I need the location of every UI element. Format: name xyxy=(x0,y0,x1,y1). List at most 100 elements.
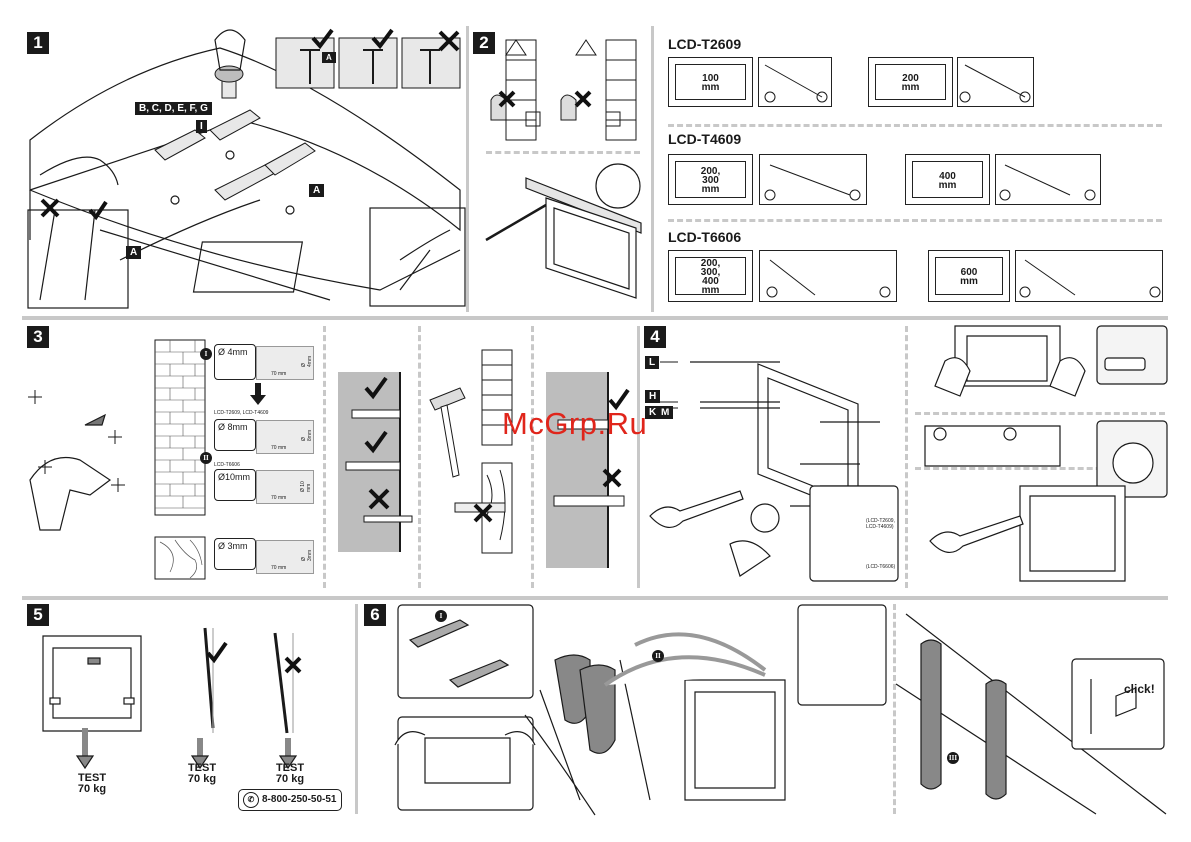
step3-note-1: LCD-T2609, LCD-T4609 xyxy=(214,410,269,416)
step5-test-2-label: TEST xyxy=(187,762,217,774)
row-separator-1 xyxy=(22,316,1168,320)
step3-roman-1: I xyxy=(200,348,212,360)
step3-drill-4mm-label: Ø 4mm xyxy=(218,347,248,357)
step3-drill-4mm: Ø 4mm xyxy=(214,344,256,380)
model-1-name: LCD-T2609 xyxy=(668,36,742,52)
step1-tag-a3: A xyxy=(126,246,142,259)
step3-depth-box-1: 70 mm Ø 4mm xyxy=(256,346,314,380)
model-3-vesa-large-value: 600 xyxy=(960,267,978,278)
step1-parts-tag: B, C, D, E, F, G xyxy=(135,102,212,115)
model-2-vesa-large-value: 400 xyxy=(939,171,956,182)
step3-anchor-panel xyxy=(338,372,413,552)
step5-phone[interactable]: ✆8-800-250-50-51 xyxy=(238,789,342,811)
model-2-vesa-small-value-1: 200, xyxy=(700,166,721,177)
model-3-vesa-large: 600 mm xyxy=(928,250,1010,302)
step1-tv-back-illustration xyxy=(27,28,466,309)
model-1-vesa-large: 200 mm xyxy=(868,57,953,107)
model-1-vesa-small-value: 100 xyxy=(702,73,719,84)
step4-tag-h: H xyxy=(645,390,661,403)
col-separator-3-4 xyxy=(637,326,640,588)
col-separator-5-6 xyxy=(355,604,358,814)
model-1-vesa-large-value: 200 xyxy=(902,73,919,84)
model-1-vesa-large-unit: mm xyxy=(901,82,920,93)
step6-right-illustration xyxy=(895,613,1167,815)
step-4-number: 4 xyxy=(644,326,666,348)
step4-bracket-illustration xyxy=(649,361,899,582)
step3-rot-3: Ø 10 mm xyxy=(300,481,312,492)
step-6-number: 6 xyxy=(364,604,386,626)
model-3-tv-diagram-large xyxy=(1015,250,1163,302)
step3-depth-4: 70 mm xyxy=(271,565,287,571)
step3-dowel-panel xyxy=(546,372,630,568)
watermark: McGrp.Ru xyxy=(502,406,648,441)
step3-dash-3 xyxy=(531,326,534,588)
step3-depth-box-4: 70 mm Ø 3mm xyxy=(256,540,314,574)
step2-dash-left xyxy=(486,151,640,154)
model-1-vesa-small: 100 mm xyxy=(668,57,753,107)
step3-drill-8mm: Ø 8mm xyxy=(214,419,256,451)
step3-note-2: LCD-T6606 xyxy=(214,462,240,468)
step6-roman-1: I xyxy=(435,610,447,622)
step3-depth-1: 70 mm xyxy=(271,371,287,377)
step6-dash xyxy=(893,604,896,814)
step4-tag-l: L xyxy=(645,356,660,369)
step3-drill-10mm: Ø10mm xyxy=(214,469,256,501)
model-3-vesa-small-unit: mm xyxy=(701,285,720,296)
step4-note-wrench: (LCD-T6606) xyxy=(866,564,896,570)
step3-depth-2: 70 mm xyxy=(271,445,287,451)
step3-roman-2: II xyxy=(200,452,212,464)
models-dash-1 xyxy=(668,124,1162,127)
step4-right-illustrations xyxy=(924,325,1168,582)
models-tv-diagram-details xyxy=(764,64,1161,298)
col-separator-2-models xyxy=(651,26,654,312)
step5-test-3: TEST 70 kg xyxy=(270,763,310,785)
step3-drill-illustration xyxy=(28,390,125,531)
step5-test-2: TEST 70 kg xyxy=(182,763,222,785)
model-3-vesa-small-value-3: 400 xyxy=(702,276,719,287)
step3-rot-2: Ø 8mm xyxy=(301,429,313,441)
model-3-vesa-small-value-2: 300, xyxy=(700,267,721,278)
step3-depth-box-3: 70 mm Ø 10 mm xyxy=(256,470,314,504)
step6-roman-2: II xyxy=(652,650,664,662)
step6-roman-3: III xyxy=(947,752,959,764)
step3-wood-block xyxy=(154,536,206,580)
step4-tag-m: M xyxy=(657,406,674,419)
step5-test-3-label: TEST xyxy=(275,762,305,774)
step4-dash-h1 xyxy=(915,412,1165,415)
model-3-vesa-small: 200, 300, 400 mm xyxy=(668,250,753,302)
model-1-vesa-small-unit: mm xyxy=(701,82,720,93)
phone-icon: ✆ xyxy=(243,792,259,808)
step3-down-arrow xyxy=(250,383,266,405)
step-2-number: 2 xyxy=(473,32,495,54)
step3-dash-2 xyxy=(418,326,421,588)
step5-test-1-label: TEST xyxy=(77,772,107,784)
model-2-name: LCD-T4609 xyxy=(668,131,742,147)
model-2-tv-diagram-large xyxy=(995,154,1101,205)
step4-tag-k: K xyxy=(645,406,661,419)
step6-click-label: click! xyxy=(1124,682,1155,696)
step1-tag-a2: A xyxy=(309,184,325,197)
step5-bracket-test xyxy=(42,627,302,770)
step1-tag-i: I xyxy=(196,120,207,133)
model-3-vesa-large-unit: mm xyxy=(960,276,978,287)
model-2-vesa-small-unit: mm xyxy=(701,184,720,195)
step5-test-3-weight: 70 kg xyxy=(275,773,305,785)
model-2-vesa-small-value-2: 300 xyxy=(702,175,719,186)
step3-depth-box-2: 70 mm Ø 8mm xyxy=(256,420,314,454)
step2-wall-illustration xyxy=(485,39,642,299)
step3-drill-8mm-label: Ø 8mm xyxy=(218,422,248,432)
model-3-vesa-small-value-1: 200, xyxy=(700,258,721,269)
step4-dash-h2 xyxy=(915,467,1165,470)
col-separator-1-2 xyxy=(466,26,469,312)
step3-dash-1 xyxy=(323,326,326,588)
model-2-vesa-large: 400 mm xyxy=(905,154,990,205)
step5-test-2-weight: 70 kg xyxy=(187,773,217,785)
step3-drill-3mm: Ø 3mm xyxy=(214,538,256,570)
step3-drill-3mm-label: Ø 3mm xyxy=(218,541,248,551)
step4-note-screwdriver: (LCD-T2609, LCD-T4609) xyxy=(866,518,895,530)
model-2-vesa-large-unit: mm xyxy=(938,180,957,191)
model-3-tv-diagram-small xyxy=(759,250,897,302)
step-1-number: 1 xyxy=(27,32,49,54)
step5-phone-number: 8-800-250-50-51 xyxy=(262,794,337,805)
model-3-name: LCD-T6606 xyxy=(668,229,742,245)
